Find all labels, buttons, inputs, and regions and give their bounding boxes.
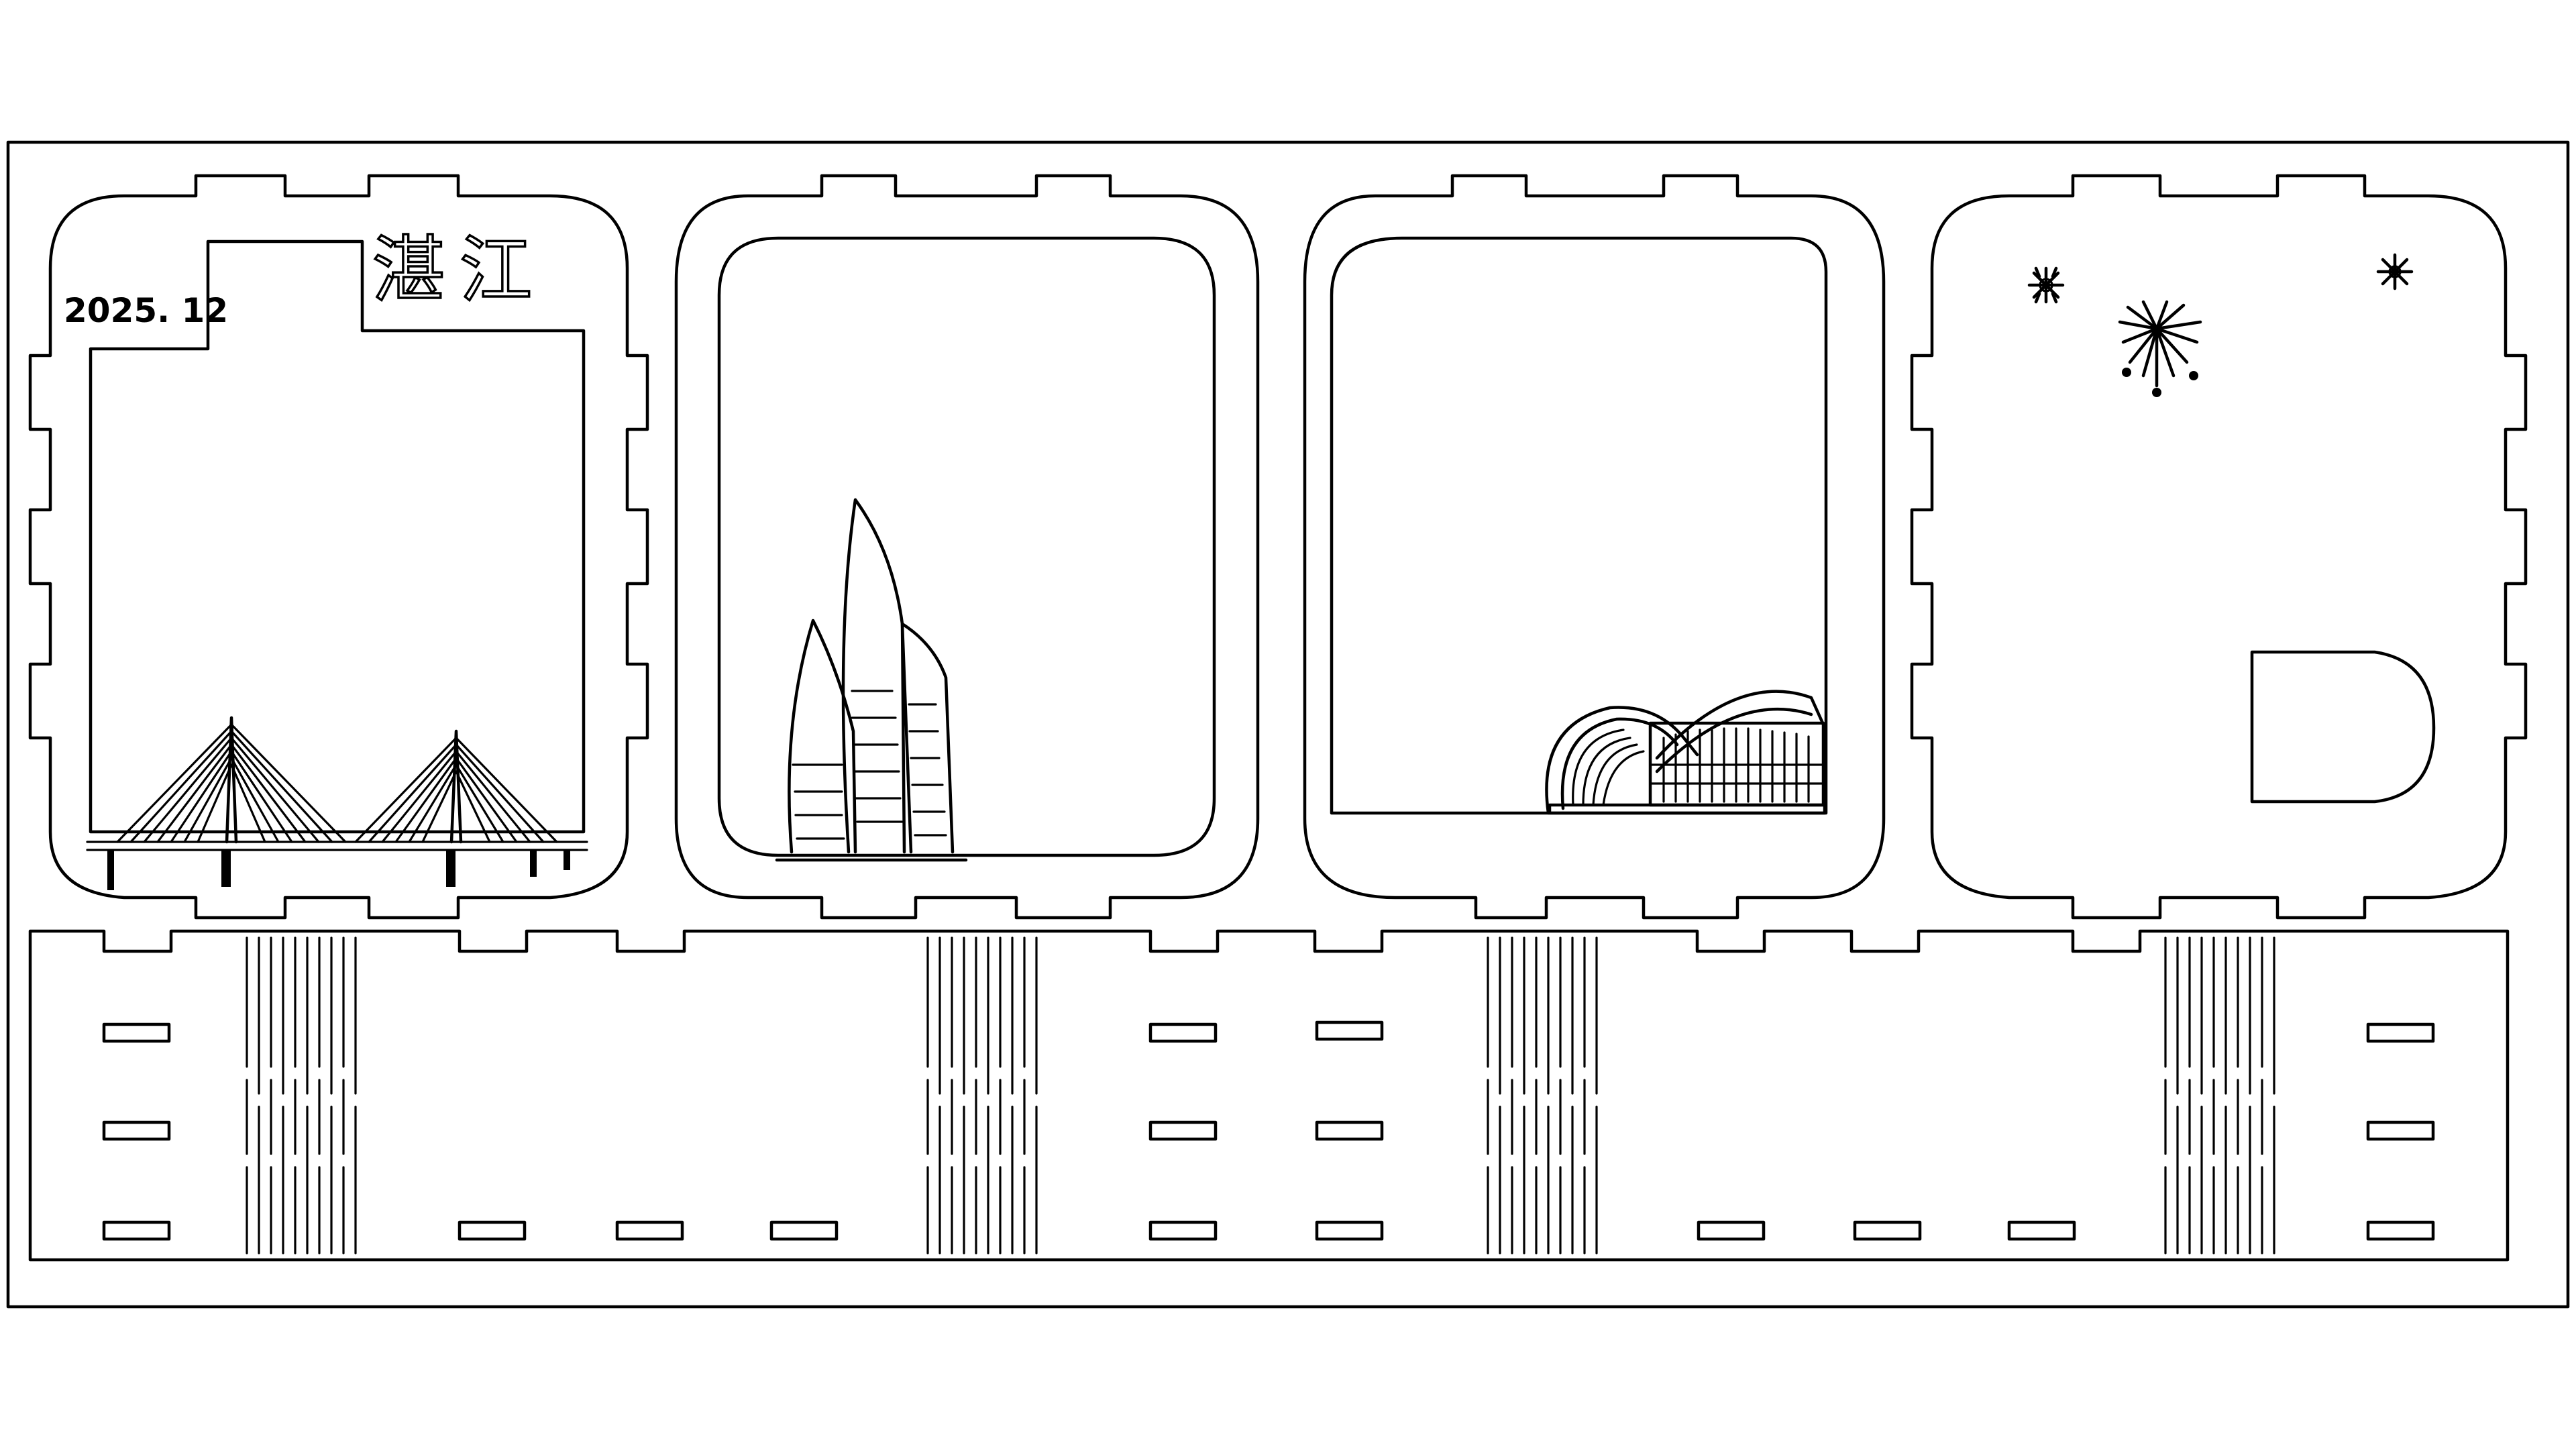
cable-stayed-bridge-icon: [86, 716, 588, 890]
panel-1-window: [89, 239, 586, 834]
living-hinge-4: [2164, 936, 2275, 1254]
panel-3-window: [1330, 236, 1828, 815]
sail-towers-icon: [775, 498, 968, 862]
panel-1: 2025. 12 湛江: [28, 174, 649, 920]
living-hinge-3: [1487, 936, 1598, 1254]
panel-4: [1910, 174, 2528, 920]
panel-2: [674, 174, 1260, 920]
living-hinge-2: [926, 936, 1038, 1254]
panel-1-outline: [28, 174, 649, 920]
panel-2-outline: [674, 174, 1260, 920]
panel-2-window: [717, 236, 1216, 857]
stadium-icon: [1545, 690, 1827, 815]
date-label: 2025. 12: [64, 291, 228, 330]
base-strip: [28, 929, 2510, 1262]
sheet-border: [6, 140, 2570, 1309]
base-strip-outline: [28, 929, 2510, 1262]
slot-holes: [102, 1020, 2435, 1241]
fireworks-icon: [2027, 253, 2414, 397]
panel-3: [1303, 174, 1886, 920]
city-label: 湛江: [372, 229, 547, 313]
living-hinge-1: [246, 936, 357, 1254]
panel-4-outline: [1910, 174, 2528, 920]
panel-3-outline: [1303, 174, 1886, 920]
d-shaped-cutout: [2250, 650, 2436, 804]
